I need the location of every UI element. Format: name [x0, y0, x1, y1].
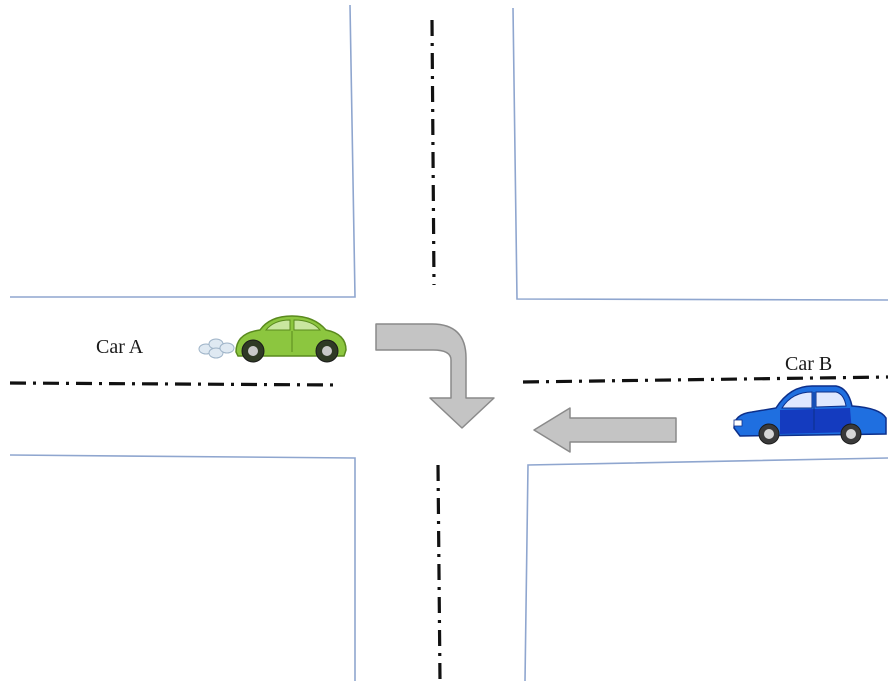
car-a-label: Car A	[96, 336, 144, 358]
center-line-west	[9, 381, 341, 387]
curb-bottom-left	[9, 454, 356, 681]
center-line-south	[436, 464, 442, 681]
curbs	[9, 4, 888, 681]
curb-top-left	[10, 4, 356, 298]
curb-top-right	[512, 7, 888, 301]
right-turn-arrow-icon	[375, 323, 495, 429]
car-b-label: Car B	[785, 353, 832, 375]
blue-car-icon	[733, 385, 887, 445]
exhaust-smoke-icon	[198, 338, 235, 359]
left-arrow-icon	[533, 407, 677, 453]
center-line-east	[522, 375, 888, 384]
center-lines	[9, 19, 888, 681]
green-car-icon	[198, 315, 347, 363]
curb-bottom-right	[524, 457, 888, 681]
center-line-north	[430, 19, 436, 286]
